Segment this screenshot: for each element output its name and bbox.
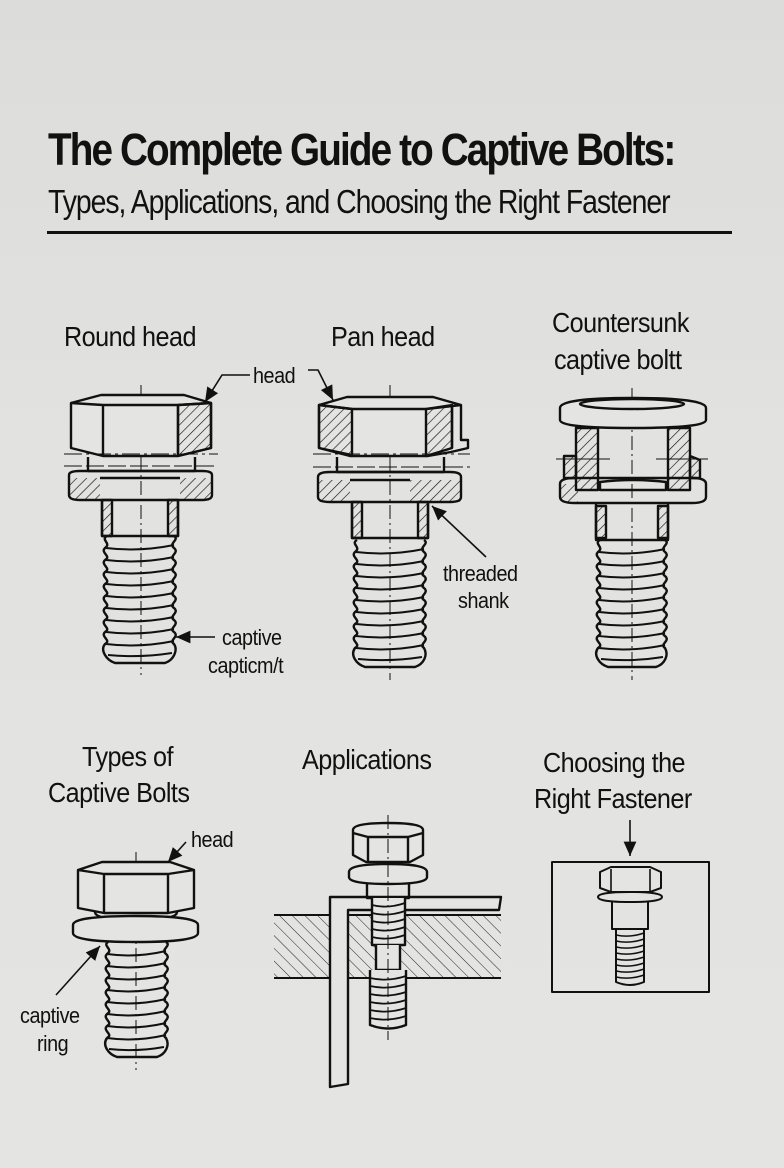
choosing-label-line2: Right Fastener [534, 783, 692, 814]
head-callout-label: head [253, 363, 296, 388]
captive-callout-label: captive [222, 625, 282, 650]
types-label-line1: Types of [82, 741, 173, 772]
captive-ring-bolt-icon [55, 841, 200, 1070]
captive-callout-label-2: capticm/t [208, 653, 284, 678]
types-label-line2: Captive Bolts [48, 777, 190, 808]
choosing-label-line1: Choosing the [543, 747, 686, 778]
threaded-callout-label: threaded [443, 561, 518, 586]
types-ring-callout: ring [37, 1031, 69, 1056]
types-captive-callout: captive [20, 1003, 80, 1028]
pan-head-bolt-icon [308, 369, 487, 680]
round-head-bolt-icon [64, 374, 250, 675]
pan-head-label: Pan head [331, 321, 435, 352]
applications-label: Applications [302, 744, 432, 775]
countersunk-label-line1: Countersunk [552, 307, 689, 338]
page-title: The Complete Guide to Captive Bolts: [48, 124, 676, 175]
round-head-label: Round head [64, 321, 196, 352]
title-divider [47, 231, 732, 234]
fastener-selection-icon [551, 820, 710, 993]
application-assembly-icon [274, 815, 503, 1089]
shank-callout-label: shank [458, 588, 509, 613]
types-head-callout: head [191, 827, 234, 852]
page-subtitle: Types, Applications, and Choosing the Ri… [48, 183, 671, 220]
countersunk-bolt-icon [556, 388, 708, 680]
countersunk-label-line2: captive boltt [554, 344, 682, 375]
